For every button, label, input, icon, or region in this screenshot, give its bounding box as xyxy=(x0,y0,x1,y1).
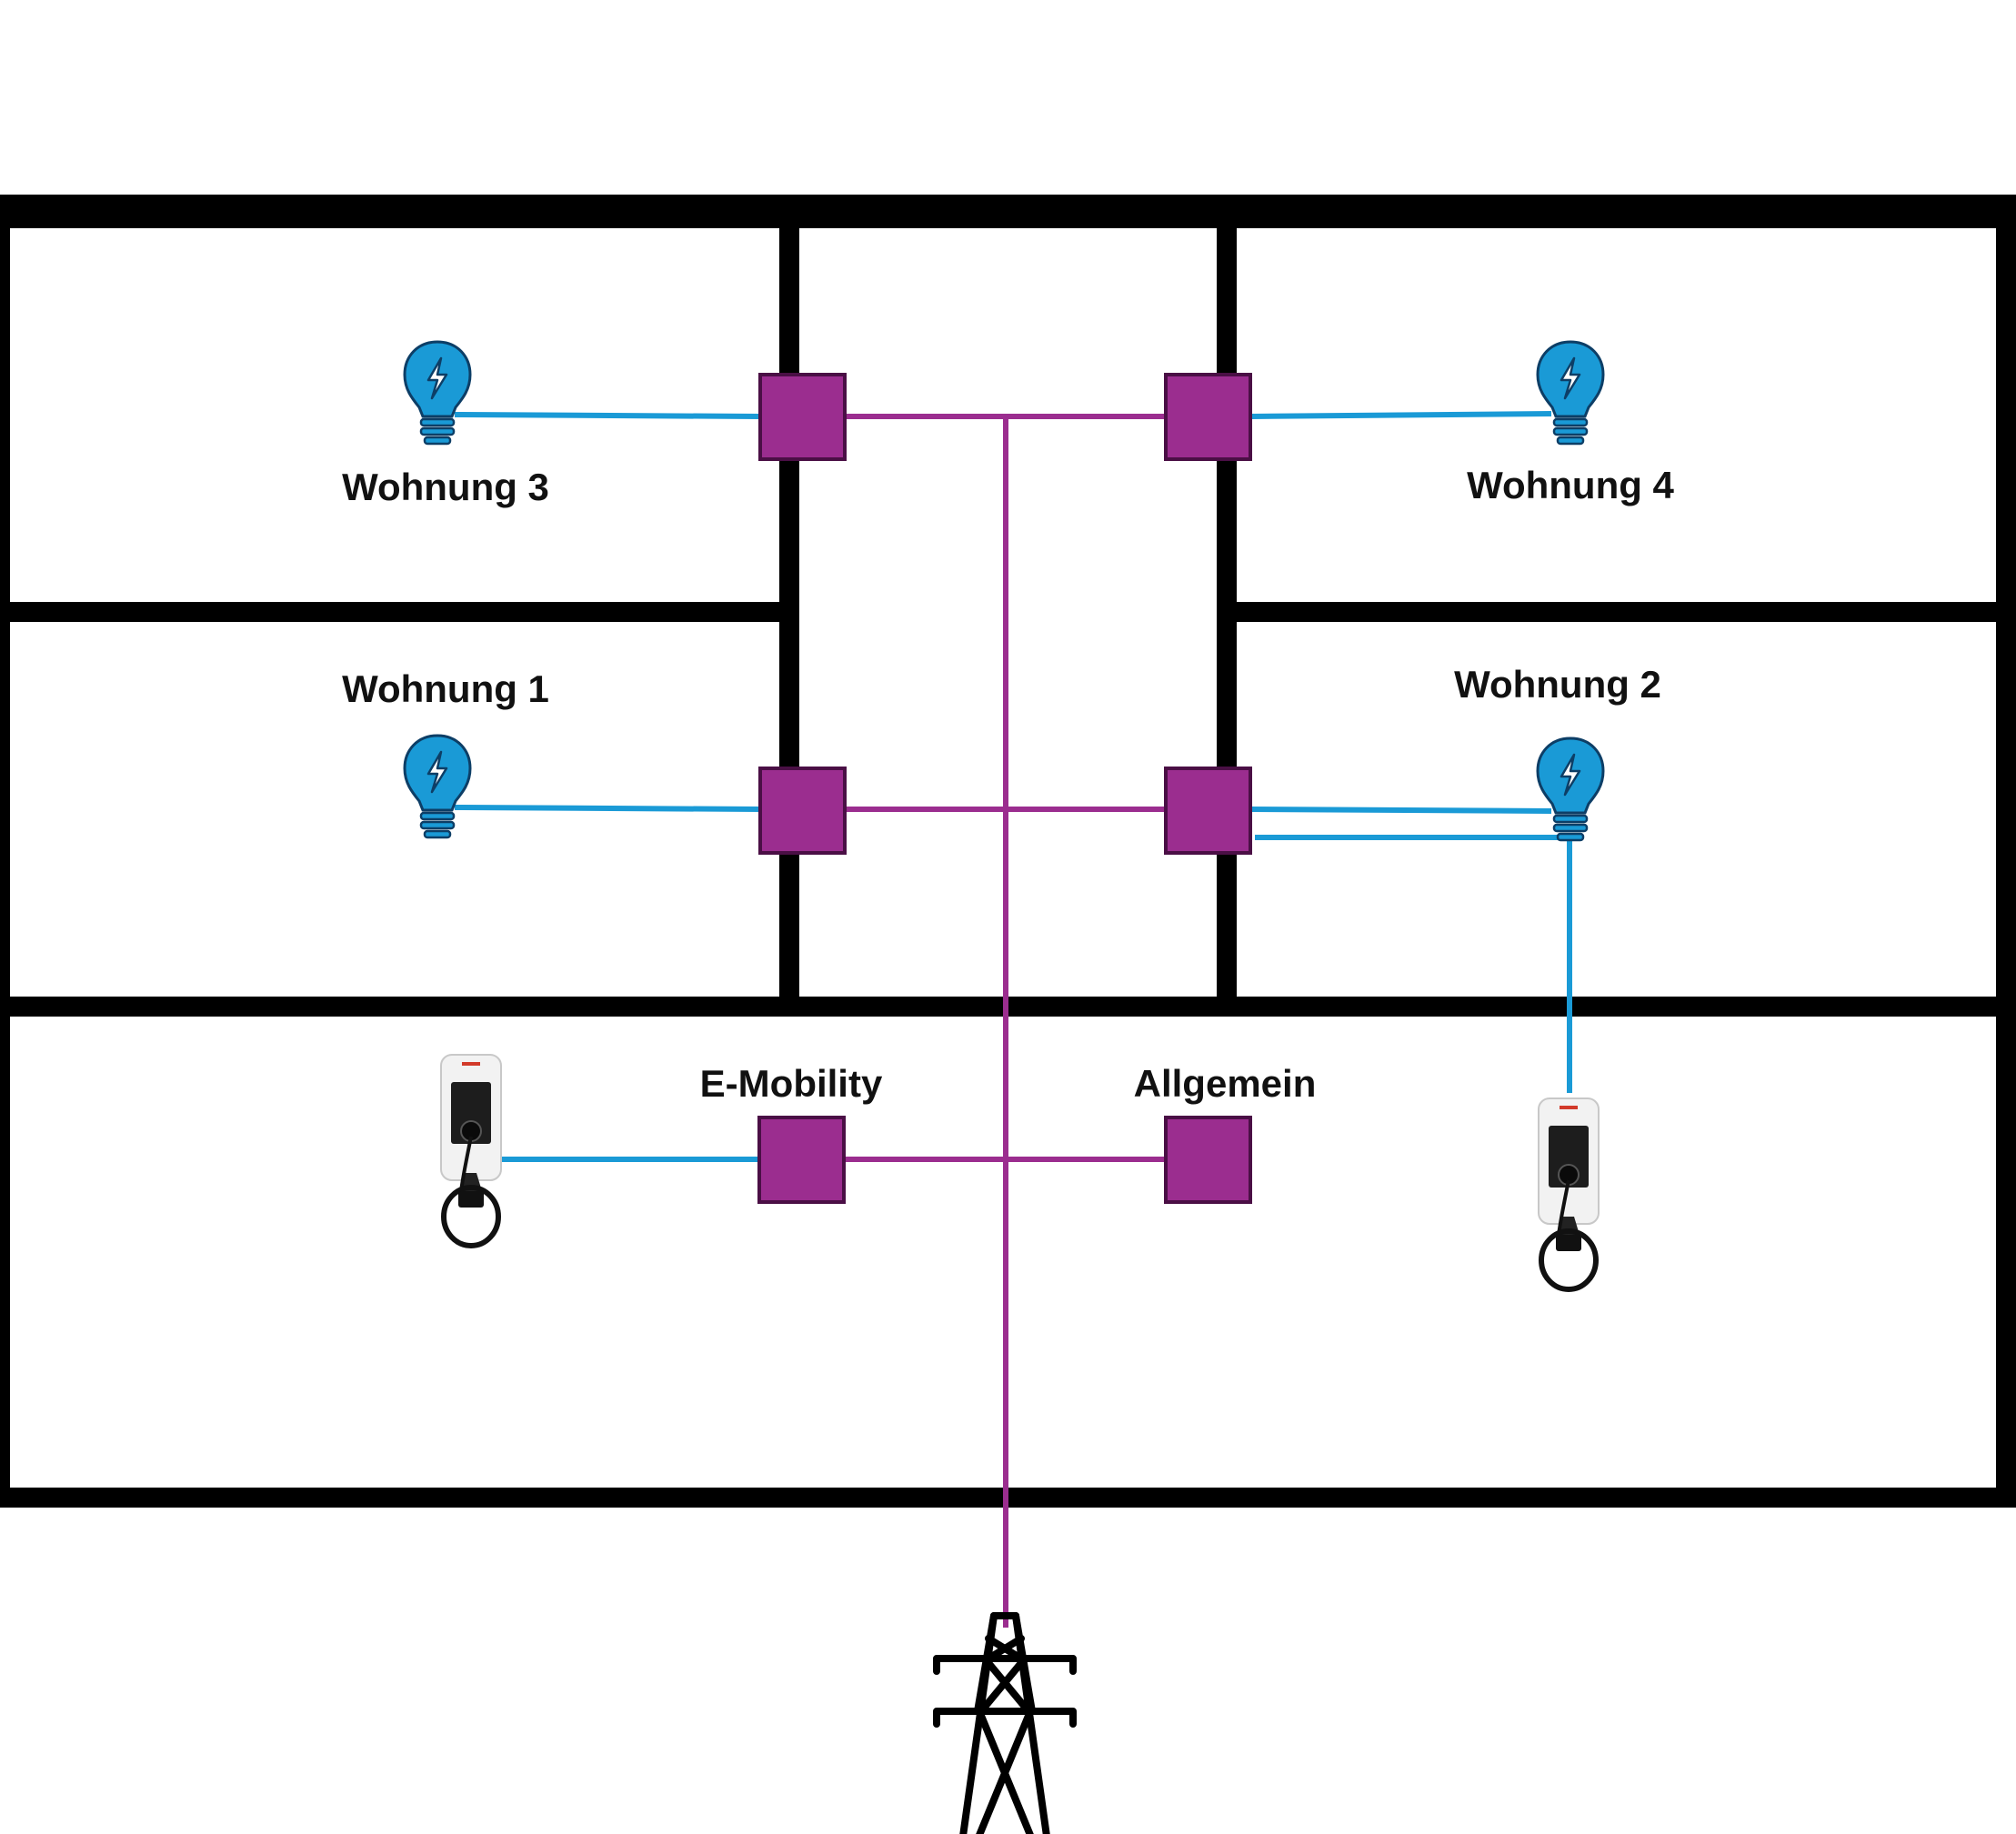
meter-box-allgemein[interactable] xyxy=(1164,1116,1252,1204)
outer-wall-top-band xyxy=(0,195,2016,228)
branch-lines xyxy=(454,411,1572,1162)
label-wohnung-1: Wohnung 1 xyxy=(342,667,549,710)
label-e-mobility: E-Mobility xyxy=(700,1062,883,1105)
main-supply-lines xyxy=(845,414,1166,1628)
branch-wohnung-2-charger xyxy=(1255,835,1572,1093)
meter-box-e-mobility[interactable] xyxy=(757,1116,846,1204)
branch-wohnung-2 xyxy=(1250,807,1552,814)
label-wohnung-2: Wohnung 2 xyxy=(1454,663,1661,706)
meter-box-wohnung-1[interactable] xyxy=(758,767,847,855)
branch-wohnung-4 xyxy=(1250,411,1552,419)
wallbox-charger-icon xyxy=(1539,1098,1599,1289)
distribution-boxes xyxy=(757,373,1252,1204)
branch-wohnung-3 xyxy=(454,412,761,419)
meter-box-wohnung-3[interactable] xyxy=(758,373,847,461)
label-wohnung-3: Wohnung 3 xyxy=(342,466,549,508)
wallbox-charger-icon xyxy=(441,1055,501,1246)
light-bulb-icon xyxy=(1536,340,1605,446)
power-pylon-icon xyxy=(937,1616,1073,1834)
branch-wohnung-1 xyxy=(454,805,761,812)
label-wohnung-4: Wohnung 4 xyxy=(1467,464,1674,506)
label-allgemein: Allgemein xyxy=(1134,1062,1317,1105)
light-bulb-icon xyxy=(403,340,472,446)
light-bulb-icon xyxy=(1536,737,1605,842)
light-bulb-icon xyxy=(403,734,472,839)
meter-box-wohnung-2[interactable] xyxy=(1164,767,1252,855)
meter-box-wohnung-4[interactable] xyxy=(1164,373,1252,461)
